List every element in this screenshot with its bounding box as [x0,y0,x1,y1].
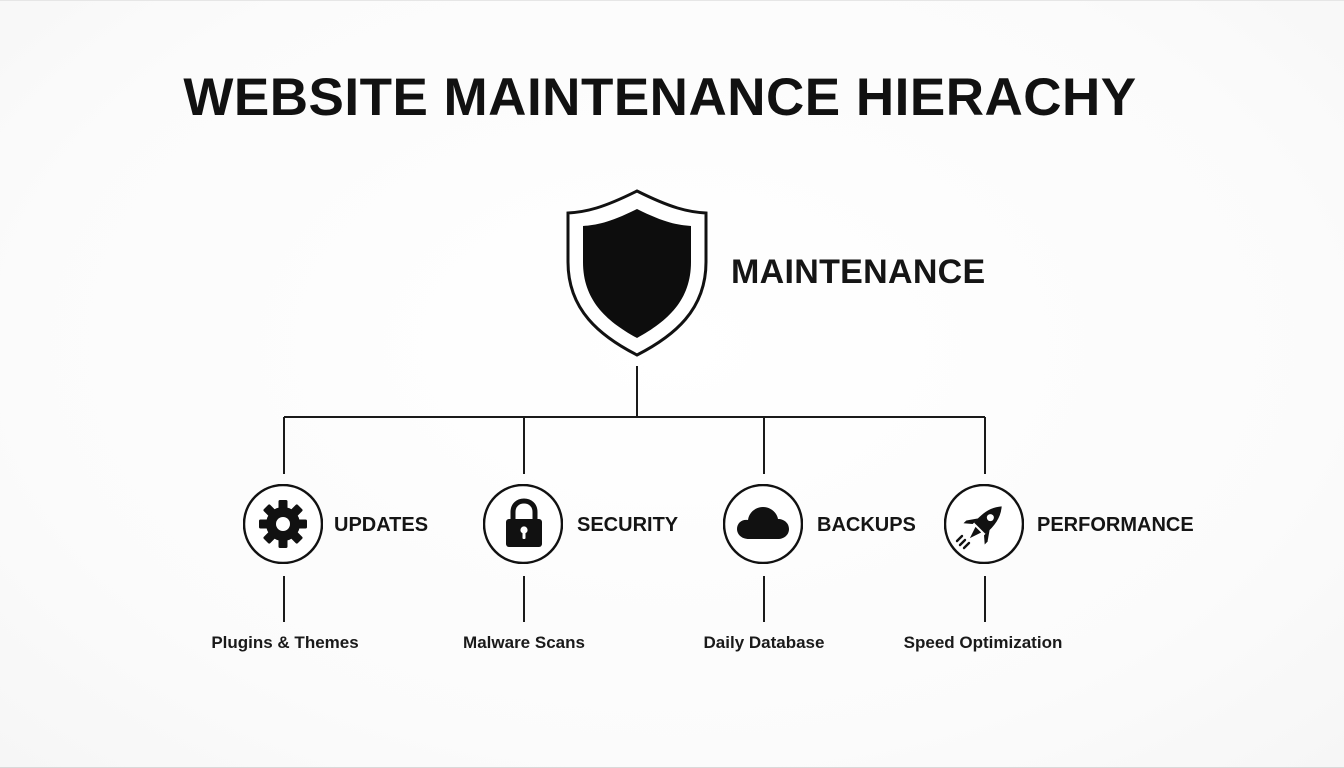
diagram-title: WEBSITE MAINTENANCE HIERACHY [183,68,1137,127]
leaf-label-security: Malware Scans [463,633,585,652]
rocket-icon [944,484,1024,564]
branch-label-security: SECURITY [577,514,679,536]
gear-icon [243,484,323,564]
security-node-circle [483,484,563,564]
shield-icon [566,189,708,357]
branch-label-performance: PERFORMANCE [1037,514,1194,536]
leaf-label-backups: Daily Database [703,633,825,652]
branch-label-updates: UPDATES [334,514,429,536]
leaf-label-performance: Speed Optimization [903,633,1063,652]
branch-label-backups: BACKUPS [817,514,916,536]
backups-node-circle [723,484,803,564]
lock-icon [483,484,563,564]
cloud-icon [723,484,803,564]
leaf-label-updates: Plugins & Themes [211,633,359,652]
performance-node-circle [944,484,1024,564]
root-label: MAINTENANCE [731,253,986,291]
updates-node-circle [243,484,323,564]
